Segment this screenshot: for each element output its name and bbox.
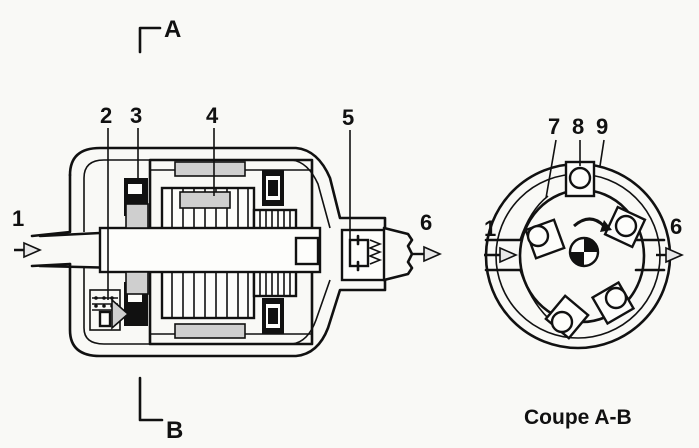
rotor-hub <box>568 236 600 268</box>
section-line-b <box>138 376 164 422</box>
outlet-arrow-6 <box>412 245 442 263</box>
label-8: 8 <box>572 114 584 139</box>
check-valve <box>340 228 386 282</box>
roller-bottom-right <box>590 280 636 326</box>
outlet-nozzle <box>382 226 414 282</box>
magnet-top <box>174 161 246 177</box>
section-letter-b: B <box>166 417 183 444</box>
brush-top <box>262 170 284 206</box>
roller-right <box>603 205 647 249</box>
motor-shaft <box>98 226 322 274</box>
roller-bottom-left <box>544 294 590 340</box>
section-leader-lines <box>545 139 605 199</box>
magnet-bottom <box>174 323 246 339</box>
label-7: 7 <box>548 114 560 139</box>
label-section-6: 6 <box>670 214 682 239</box>
label-1: 1 <box>12 206 24 231</box>
label-6: 6 <box>420 210 432 235</box>
rotation-arrow <box>573 217 612 232</box>
leader-lines <box>107 128 351 300</box>
roller-cell-pump <box>124 178 149 326</box>
roller-top <box>564 160 596 198</box>
brush-bottom <box>262 298 284 334</box>
section-letter-a: A <box>164 16 181 43</box>
section-outlet-arrow <box>656 246 684 264</box>
section-line-a <box>138 26 162 54</box>
label-2: 2 <box>100 103 112 128</box>
section-caption: Coupe A-B <box>524 406 632 429</box>
pressure-relief-valve <box>89 289 130 331</box>
roller-left <box>524 218 566 260</box>
label-section-1: 1 <box>484 216 496 241</box>
label-5: 5 <box>342 105 354 130</box>
section-inlet-arrow <box>484 246 518 264</box>
label-9: 9 <box>596 114 608 139</box>
inlet-arrow-1 <box>14 241 42 259</box>
label-3: 3 <box>130 103 142 128</box>
label-4: 4 <box>206 103 219 128</box>
